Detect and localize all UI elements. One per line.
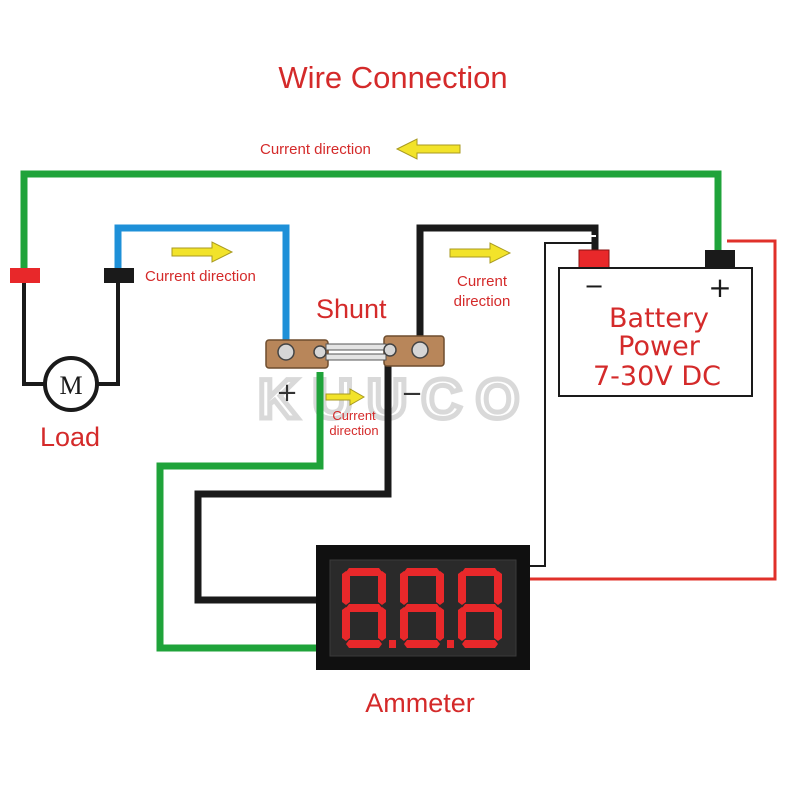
shunt-bar-2 — [325, 353, 387, 361]
display-segment — [346, 568, 382, 576]
shunt-plus-sign: + — [276, 378, 298, 408]
battery-plus-sign: + — [708, 271, 731, 304]
watermark: KUUCO — [258, 367, 533, 430]
arrow-right-icon — [325, 388, 366, 406]
load-terminal-red — [10, 268, 40, 283]
current-direction-label-meter-1: Current — [457, 273, 508, 290]
display-segment — [400, 607, 408, 641]
current-direction-label-meter-2: direction — [454, 293, 511, 310]
battery-terminal-positive — [705, 250, 735, 268]
ammeter-display — [342, 568, 502, 648]
black-wire-load-left — [22, 280, 46, 386]
battery-terminal-negative — [578, 249, 610, 269]
black-wire-load-right — [96, 280, 120, 386]
decimal-point — [447, 640, 454, 648]
display-segment — [462, 640, 498, 648]
load-label: Load — [40, 422, 100, 452]
blue-wire — [114, 224, 290, 352]
decimal-point — [389, 640, 396, 648]
display-segment — [346, 640, 382, 648]
motor-symbol: M — [59, 371, 82, 400]
bolt-icon — [313, 345, 327, 359]
ammeter-label: Ammeter — [365, 688, 475, 718]
red-wire — [530, 239, 777, 581]
battery-label-line3: 7-30V DC — [593, 361, 721, 392]
black-wire-battery — [416, 224, 599, 340]
display-segment — [458, 571, 466, 605]
current-direction-label-shunt-2: direction — [329, 423, 378, 438]
black-wire-ammeter — [194, 360, 392, 604]
display-segment — [458, 607, 466, 641]
green-wire-top — [20, 170, 722, 270]
white-thin-wire — [539, 235, 596, 560]
display-segment — [342, 607, 350, 641]
display-segment — [342, 571, 350, 605]
battery-label-line1: Battery — [609, 303, 709, 334]
display-segment — [378, 607, 386, 641]
display-segment — [494, 571, 502, 605]
display-segment — [436, 571, 444, 605]
display-segment — [436, 607, 444, 641]
battery-label-line2: Power — [618, 331, 701, 362]
display-segment — [346, 604, 382, 612]
green-wire-ammeter — [156, 372, 324, 652]
current-direction-label-load: Current direction — [145, 268, 256, 285]
display-segment — [404, 604, 440, 612]
current-direction-label-top: Current direction — [260, 141, 371, 158]
shunt-label: Shunt — [316, 294, 387, 324]
display-segment — [404, 568, 440, 576]
arrow-right-icon — [449, 242, 512, 264]
display-segment — [462, 568, 498, 576]
display-segment — [378, 571, 386, 605]
bolt-icon — [411, 341, 429, 359]
bolt-icon — [383, 343, 397, 357]
display-segment — [404, 640, 440, 648]
shunt-minus-sign: − — [401, 379, 423, 409]
load-terminal-black — [104, 268, 134, 283]
arrow-left-icon — [395, 138, 461, 160]
battery-minus-sign: − — [584, 272, 604, 300]
black-thin-wire-ammeter — [530, 242, 596, 567]
current-direction-label-shunt-1: Current — [332, 408, 376, 423]
display-segment — [494, 607, 502, 641]
motor-icon — [43, 356, 99, 412]
shunt-bar-1 — [325, 343, 387, 351]
display-segment — [462, 604, 498, 612]
display-segment — [400, 571, 408, 605]
bolt-icon — [277, 343, 295, 361]
battery-box — [558, 267, 753, 397]
arrow-right-icon — [171, 241, 234, 263]
shunt — [265, 335, 445, 369]
diagram-title: Wire Connection — [278, 60, 507, 95]
